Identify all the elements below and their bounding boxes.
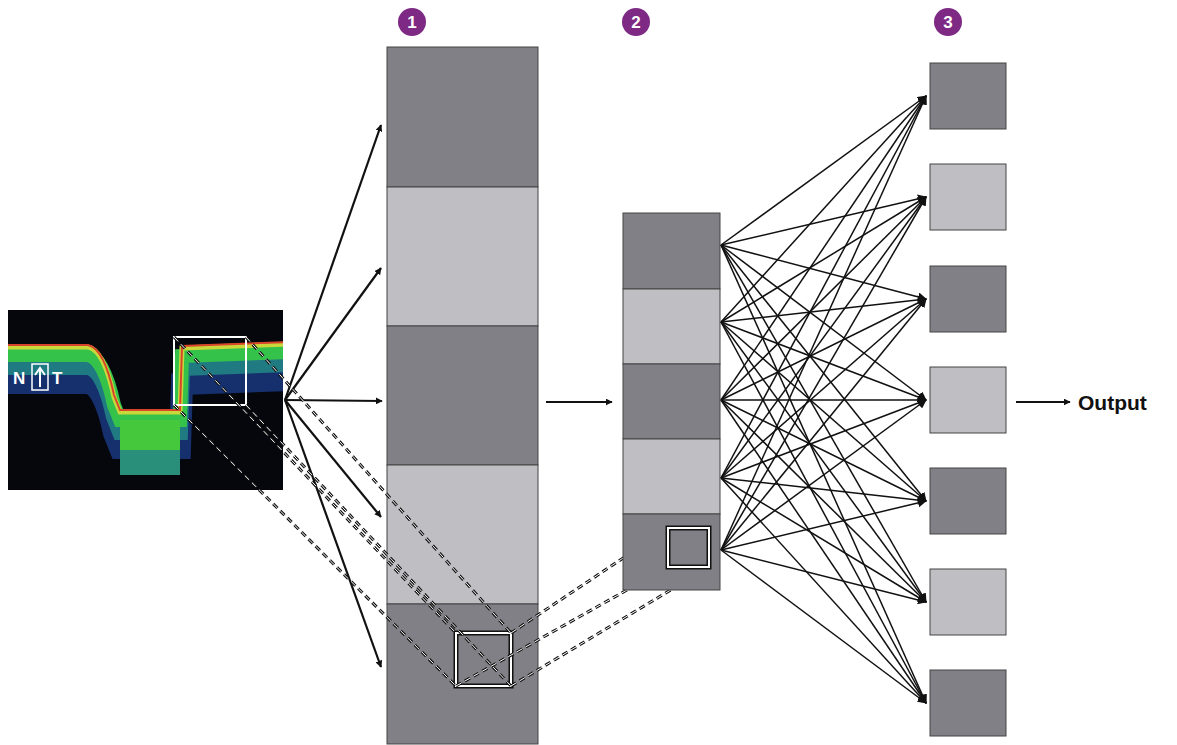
- connection-line: [721, 400, 926, 703]
- connection-line: [721, 550, 926, 602]
- orientation-label: N: [13, 369, 25, 389]
- connection-line: [721, 96, 926, 478]
- arrow: [285, 400, 382, 401]
- connection-line: [721, 322, 926, 602]
- output-label: Output: [1078, 391, 1147, 415]
- connection-line: [721, 400, 926, 550]
- retina-layer: [8, 344, 283, 412]
- pool-window: [668, 528, 709, 567]
- feature-map: [623, 364, 720, 439]
- feature-map: [387, 187, 538, 326]
- feature-map: [623, 289, 720, 364]
- connection-line: [721, 299, 926, 478]
- connection-line: [721, 501, 926, 550]
- connection-line: [721, 245, 926, 703]
- connection-line: [721, 96, 926, 245]
- connection-line: [721, 400, 926, 602]
- neuron: [930, 63, 1006, 129]
- connection-line: [721, 299, 926, 322]
- connection-line: [721, 197, 926, 400]
- orientation-arrow: [35, 368, 45, 387]
- neuron: [930, 266, 1006, 332]
- pool-layer: [623, 213, 720, 590]
- arrow: [546, 401, 612, 403]
- dense-layer: [930, 63, 1006, 736]
- connection-line: [721, 96, 926, 400]
- connection-line: [721, 245, 926, 299]
- neuron: [930, 468, 1006, 534]
- neuron: [930, 164, 1006, 230]
- callout-number: 2: [631, 14, 640, 31]
- neuron: [930, 670, 1006, 736]
- feature-map: [623, 213, 720, 289]
- neuron: [930, 367, 1006, 433]
- fully-connected-lines: [721, 96, 926, 703]
- connection-line: [721, 197, 926, 322]
- connection-line: [721, 299, 926, 550]
- arrow: [285, 125, 381, 400]
- feature-map: [623, 514, 720, 590]
- dashed-line: [174, 337, 511, 686]
- orientation-label: T: [52, 369, 62, 389]
- feature-map: [387, 604, 538, 744]
- connection-line: [721, 399, 926, 401]
- retina-surface: [8, 342, 283, 410]
- connection-line: [721, 197, 926, 245]
- input-arrows: [285, 125, 382, 667]
- cup-floor: [120, 420, 180, 475]
- orientation-box: [32, 364, 48, 390]
- callout-circle: 2: [622, 8, 650, 36]
- image-ground: [8, 310, 283, 490]
- pool-window: [668, 528, 709, 567]
- connection-line: [721, 197, 926, 550]
- cup-floor: [120, 450, 180, 475]
- feature-map: [387, 326, 538, 465]
- connection-line: [721, 299, 926, 400]
- connection-line: [721, 96, 926, 550]
- neuron: [930, 569, 1006, 635]
- feature-map: [387, 47, 538, 187]
- connection-line: [721, 400, 926, 478]
- callout-number: 3: [943, 14, 952, 31]
- arrow: [1016, 401, 1070, 403]
- callout-circle: 1: [398, 8, 426, 36]
- arrow: [285, 268, 381, 400]
- feature-map: [623, 439, 720, 514]
- callout-circle: 3: [934, 8, 962, 36]
- connection-line: [721, 550, 926, 703]
- arrow: [285, 400, 381, 517]
- dashed-line: [174, 337, 511, 686]
- arrow: [285, 400, 381, 667]
- callout-number: 1: [407, 14, 416, 31]
